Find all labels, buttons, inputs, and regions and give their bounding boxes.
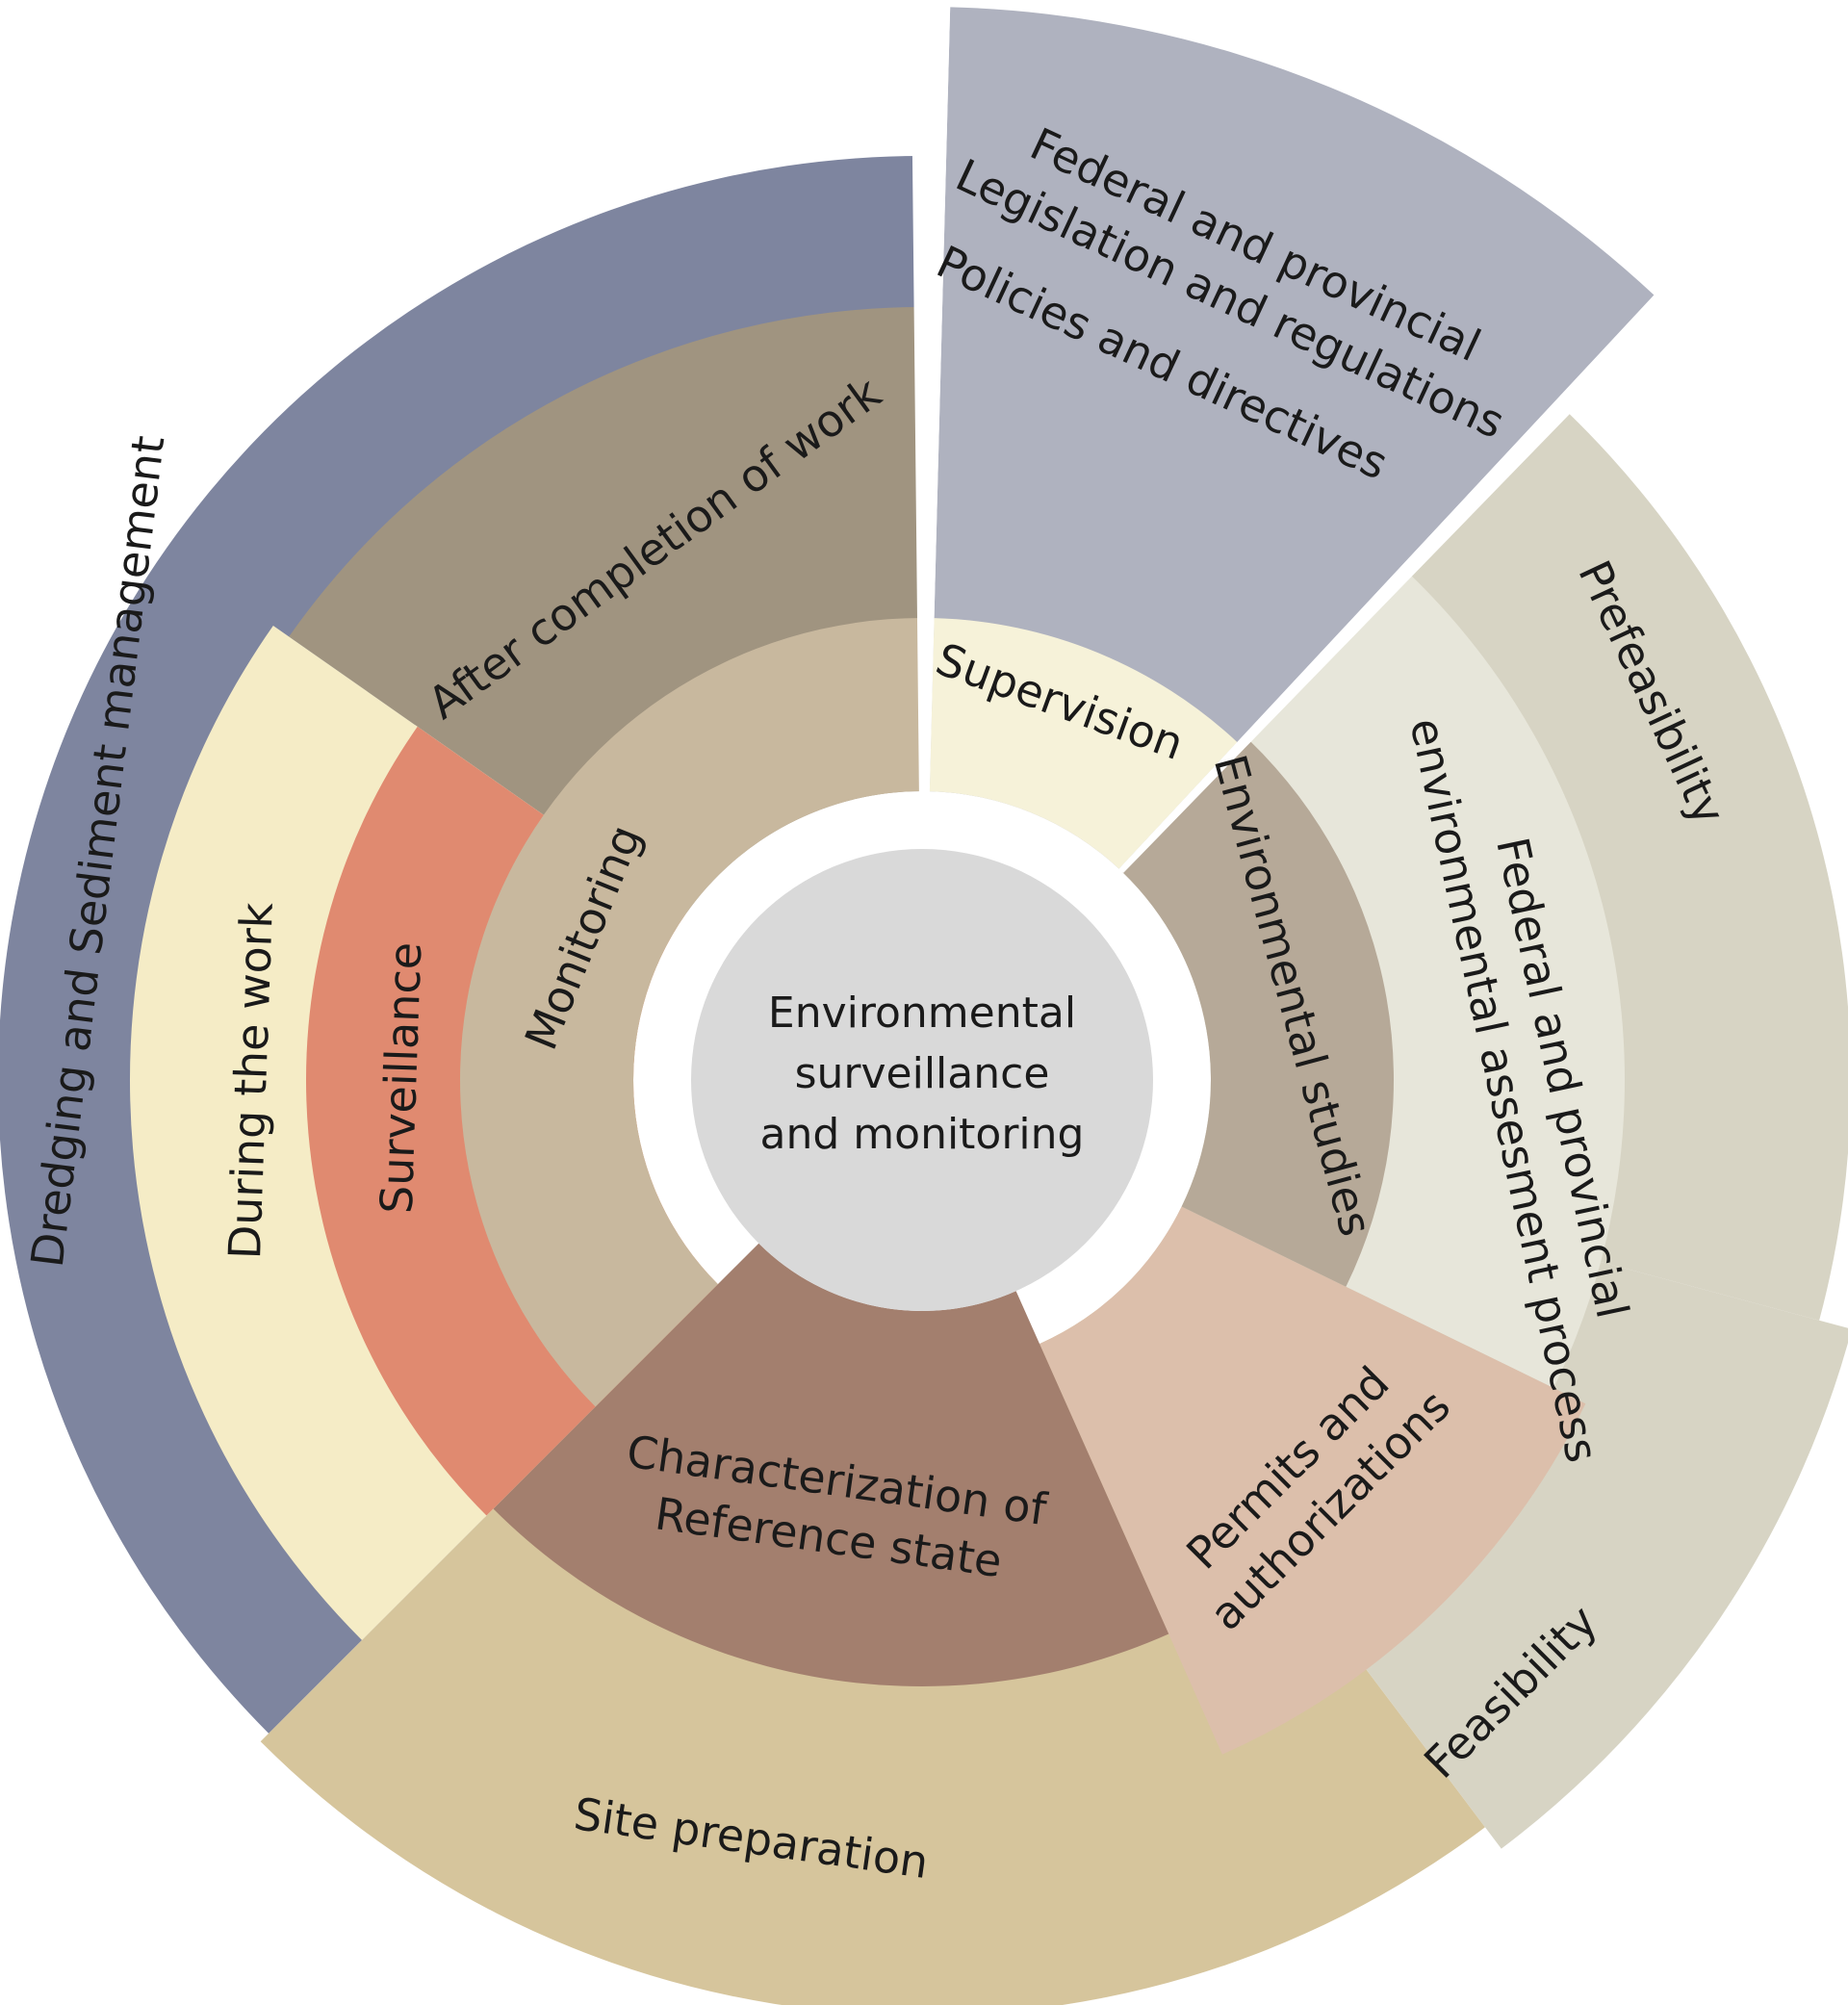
center-line-2: surveillance [795, 1049, 1050, 1098]
gap-2 [1118, 270, 1694, 873]
label-during-work: During the work [218, 901, 283, 1260]
segment-environmental-studies [1122, 740, 1394, 1287]
segment-characterization [493, 1243, 1169, 1687]
center-disc [691, 849, 1153, 1311]
segment-supervision [929, 618, 1238, 869]
segment-legislation [929, 7, 1655, 869]
center-line-3: and monitoring [760, 1110, 1085, 1159]
gap-1 [911, 0, 951, 850]
label-surveillance: Surveillance [371, 941, 432, 1215]
segment-permits [1040, 1206, 1586, 1755]
segment-monitoring [460, 618, 922, 1407]
center-line-1: Environmental [768, 989, 1076, 1038]
